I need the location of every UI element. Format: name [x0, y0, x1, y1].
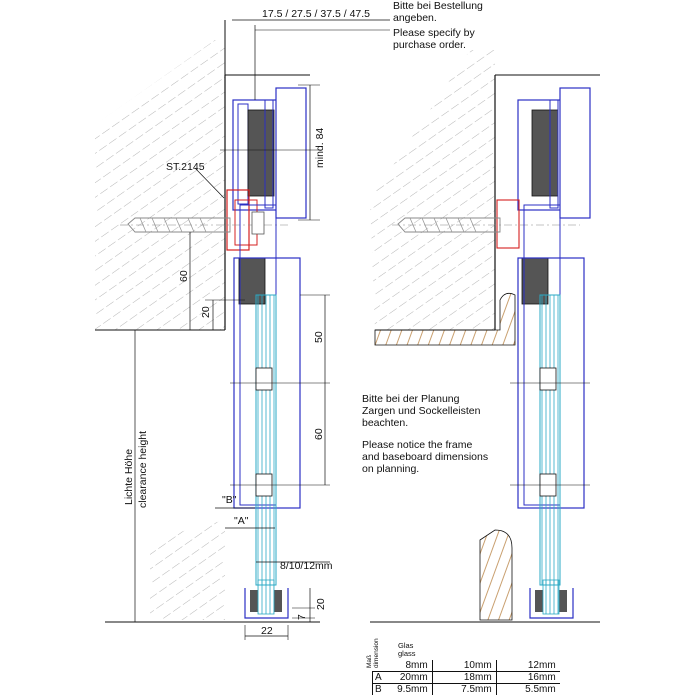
clamp-mid [255, 367, 273, 391]
dim-22: 22 [261, 625, 273, 637]
order-note-de: Bitte bei Bestellung [393, 0, 483, 12]
glass-pane [255, 294, 277, 586]
roller [247, 109, 275, 197]
left-floor-hatch [150, 520, 225, 620]
order-note-en: Please specify by [393, 27, 475, 39]
dim-60b: 60 [313, 428, 325, 440]
spec-b-12: 5.5mm [495, 683, 560, 695]
spec-row-a-label: A [371, 671, 384, 684]
dim-7: 7 [296, 614, 308, 620]
right-wall-hatch [370, 50, 495, 330]
plan-note-en2: and baseboard dimensions [362, 451, 489, 463]
spec-a-12: 16mm [495, 671, 560, 684]
dim-50: 50 [313, 331, 325, 343]
right-view [370, 50, 600, 623]
left-ceiling-edge [224, 20, 310, 76]
dim-b-label: "B" [222, 494, 237, 506]
order-note: Bitte bei Bestellung angeben. Please spe… [393, 0, 483, 51]
spec-col-10: 10mm [431, 660, 497, 672]
dim-20b: 20 [315, 598, 327, 610]
spec-col-8: 8mm [383, 660, 433, 672]
right-baseboard [374, 292, 516, 346]
screw-head [251, 211, 265, 235]
plan-note-en: Please notice the frame [362, 439, 473, 451]
spec-b-10: 7.5mm [431, 683, 497, 695]
plan-note-de: Bitte bei der Planung [362, 393, 460, 405]
right-floor-baseboard [479, 529, 513, 621]
spec-table-header: Glas glass [398, 642, 416, 658]
spec-a-8: 20mm [383, 671, 433, 684]
planning-note: Bitte bei der Planung Zargen und Sockell… [362, 393, 488, 475]
part-label: ST.2145 [166, 161, 205, 173]
roller-right-cover [275, 87, 307, 219]
plan-note-de3: beachten. [362, 417, 409, 429]
dim-min84: mind. 84 [314, 128, 326, 168]
spec-glass-en: glass [398, 649, 416, 658]
spec-glass-de: Glas [398, 641, 414, 650]
spec-row-a: A 20mm 18mm 16mm [371, 671, 560, 684]
clearance-de: Lichte Höhe [123, 449, 135, 505]
floor-guide [244, 588, 289, 619]
spec-row-b: B 9.5mm 7.5mm 5.5mm [371, 683, 560, 695]
spec-b-8: 9.5mm [397, 684, 428, 695]
roller-axle [264, 99, 274, 209]
dim-a-label: "A" [234, 515, 249, 527]
spec-header-row: 8mm 10mm 12mm [372, 660, 560, 672]
order-note-en2: purchase order. [393, 39, 466, 51]
bracket [226, 189, 250, 251]
right-roller [531, 109, 559, 197]
left-view: 17.5 / 27.5 / 37.5 / 47.5 mind. 84 ST.21… [95, 8, 390, 640]
dim-glass: 8/10/12mm [280, 560, 333, 572]
dim-20a: 20 [200, 306, 212, 318]
spec-table: 8mm 10mm 12mm A 20mm 18mm 16mm B 9.5mm 7… [371, 660, 560, 695]
dowel [127, 217, 231, 233]
clearance-en: clearance height [137, 431, 149, 508]
plan-note-de2: Zargen und Sockelleisten [362, 405, 481, 417]
spec-row-b-label: B [371, 683, 384, 695]
order-note-de2: angeben. [393, 12, 437, 24]
track-profile-inner [237, 103, 249, 205]
spec-col-12: 12mm [495, 660, 560, 672]
left-wall-hatch [95, 40, 225, 330]
dim-offsets: 17.5 / 27.5 / 37.5 / 47.5 [262, 8, 370, 20]
spec-a-10: 18mm [431, 671, 497, 684]
dim-60a: 60 [178, 270, 190, 282]
plan-note-en3: on planning. [362, 463, 420, 475]
